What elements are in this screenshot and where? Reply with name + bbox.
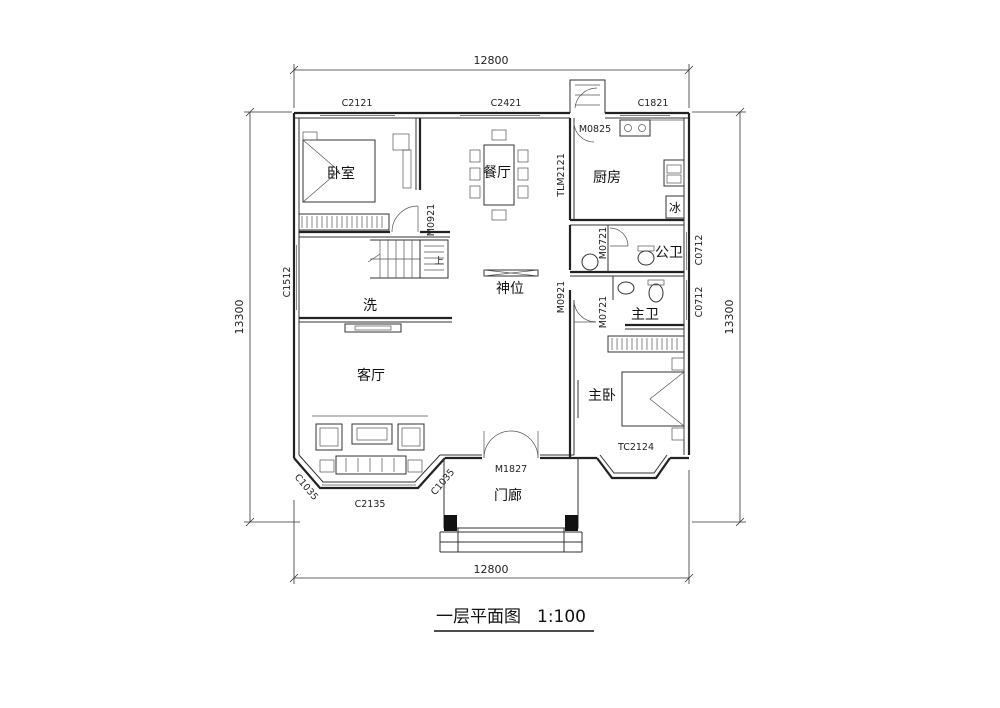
dimension-lines: [244, 64, 746, 584]
outer-walls: [292, 79, 691, 490]
code-c1035-a: C1035: [292, 472, 320, 503]
code-c1821: C1821: [638, 98, 669, 109]
kitchen-fixtures: [619, 119, 685, 219]
code-m0921-b: M0921: [556, 281, 567, 313]
code-tc2124: TC2124: [617, 442, 654, 453]
room-label-master-bath: 主卫: [631, 307, 659, 323]
drawing-title: 一层平面图: [436, 607, 521, 627]
porch-column-left: [444, 515, 457, 531]
dim-bottom: 12800: [474, 563, 509, 576]
fridge-label: 冰: [669, 201, 681, 215]
code-c2421: C2421: [491, 98, 522, 109]
room-label-bedroom: 卧室: [327, 165, 355, 182]
code-m0921-a: M0921: [426, 204, 437, 236]
code-m1827: M1827: [495, 464, 527, 475]
code-c2121: C2121: [342, 98, 373, 109]
code-m0825: M0825: [579, 124, 611, 135]
porch-column-right: [565, 515, 578, 531]
shrine-altar: [483, 269, 539, 277]
dim-top: 12800: [474, 54, 509, 67]
living-room-sofa-set: [312, 415, 428, 475]
dining-table: [469, 129, 529, 221]
room-label-master-bedroom: 主卧: [588, 388, 616, 404]
laundry-counter: [344, 323, 402, 333]
code-m0721-a: M0721: [598, 227, 609, 259]
room-label-dining: 餐厅: [483, 165, 511, 181]
code-m0721-b: M0721: [598, 296, 609, 328]
code-c0712-a: C0712: [694, 235, 705, 266]
code-c2135: C2135: [355, 499, 386, 510]
bedroom-wardrobe: [298, 213, 390, 231]
master-bedroom-furniture: [607, 335, 685, 441]
room-label-kitchen: 厨房: [593, 170, 621, 186]
dim-right: 13300: [723, 300, 736, 335]
staircase: [367, 239, 449, 279]
master-bath-fixtures: [617, 279, 665, 303]
code-tlm2121: TLM2121: [556, 153, 567, 197]
public-bath-fixtures: [581, 245, 655, 271]
room-label-shrine: 神位: [496, 281, 524, 297]
drawing-scale: 1:100: [537, 607, 586, 627]
code-c1512: C1512: [282, 267, 293, 298]
room-label-laundry: 洗: [363, 298, 377, 314]
interior-walls: [299, 118, 684, 553]
room-label-porch: 门廊: [494, 487, 522, 504]
dim-left: 13300: [233, 300, 246, 335]
stair-up-label: 上: [434, 256, 444, 267]
doors: [391, 121, 629, 459]
room-label-public-bath: 公卫: [655, 245, 683, 261]
room-label-living: 客厅: [357, 367, 385, 384]
bedroom-bed: [302, 131, 412, 203]
window-marks: [296, 115, 687, 486]
code-c0712-b: C0712: [694, 287, 705, 318]
